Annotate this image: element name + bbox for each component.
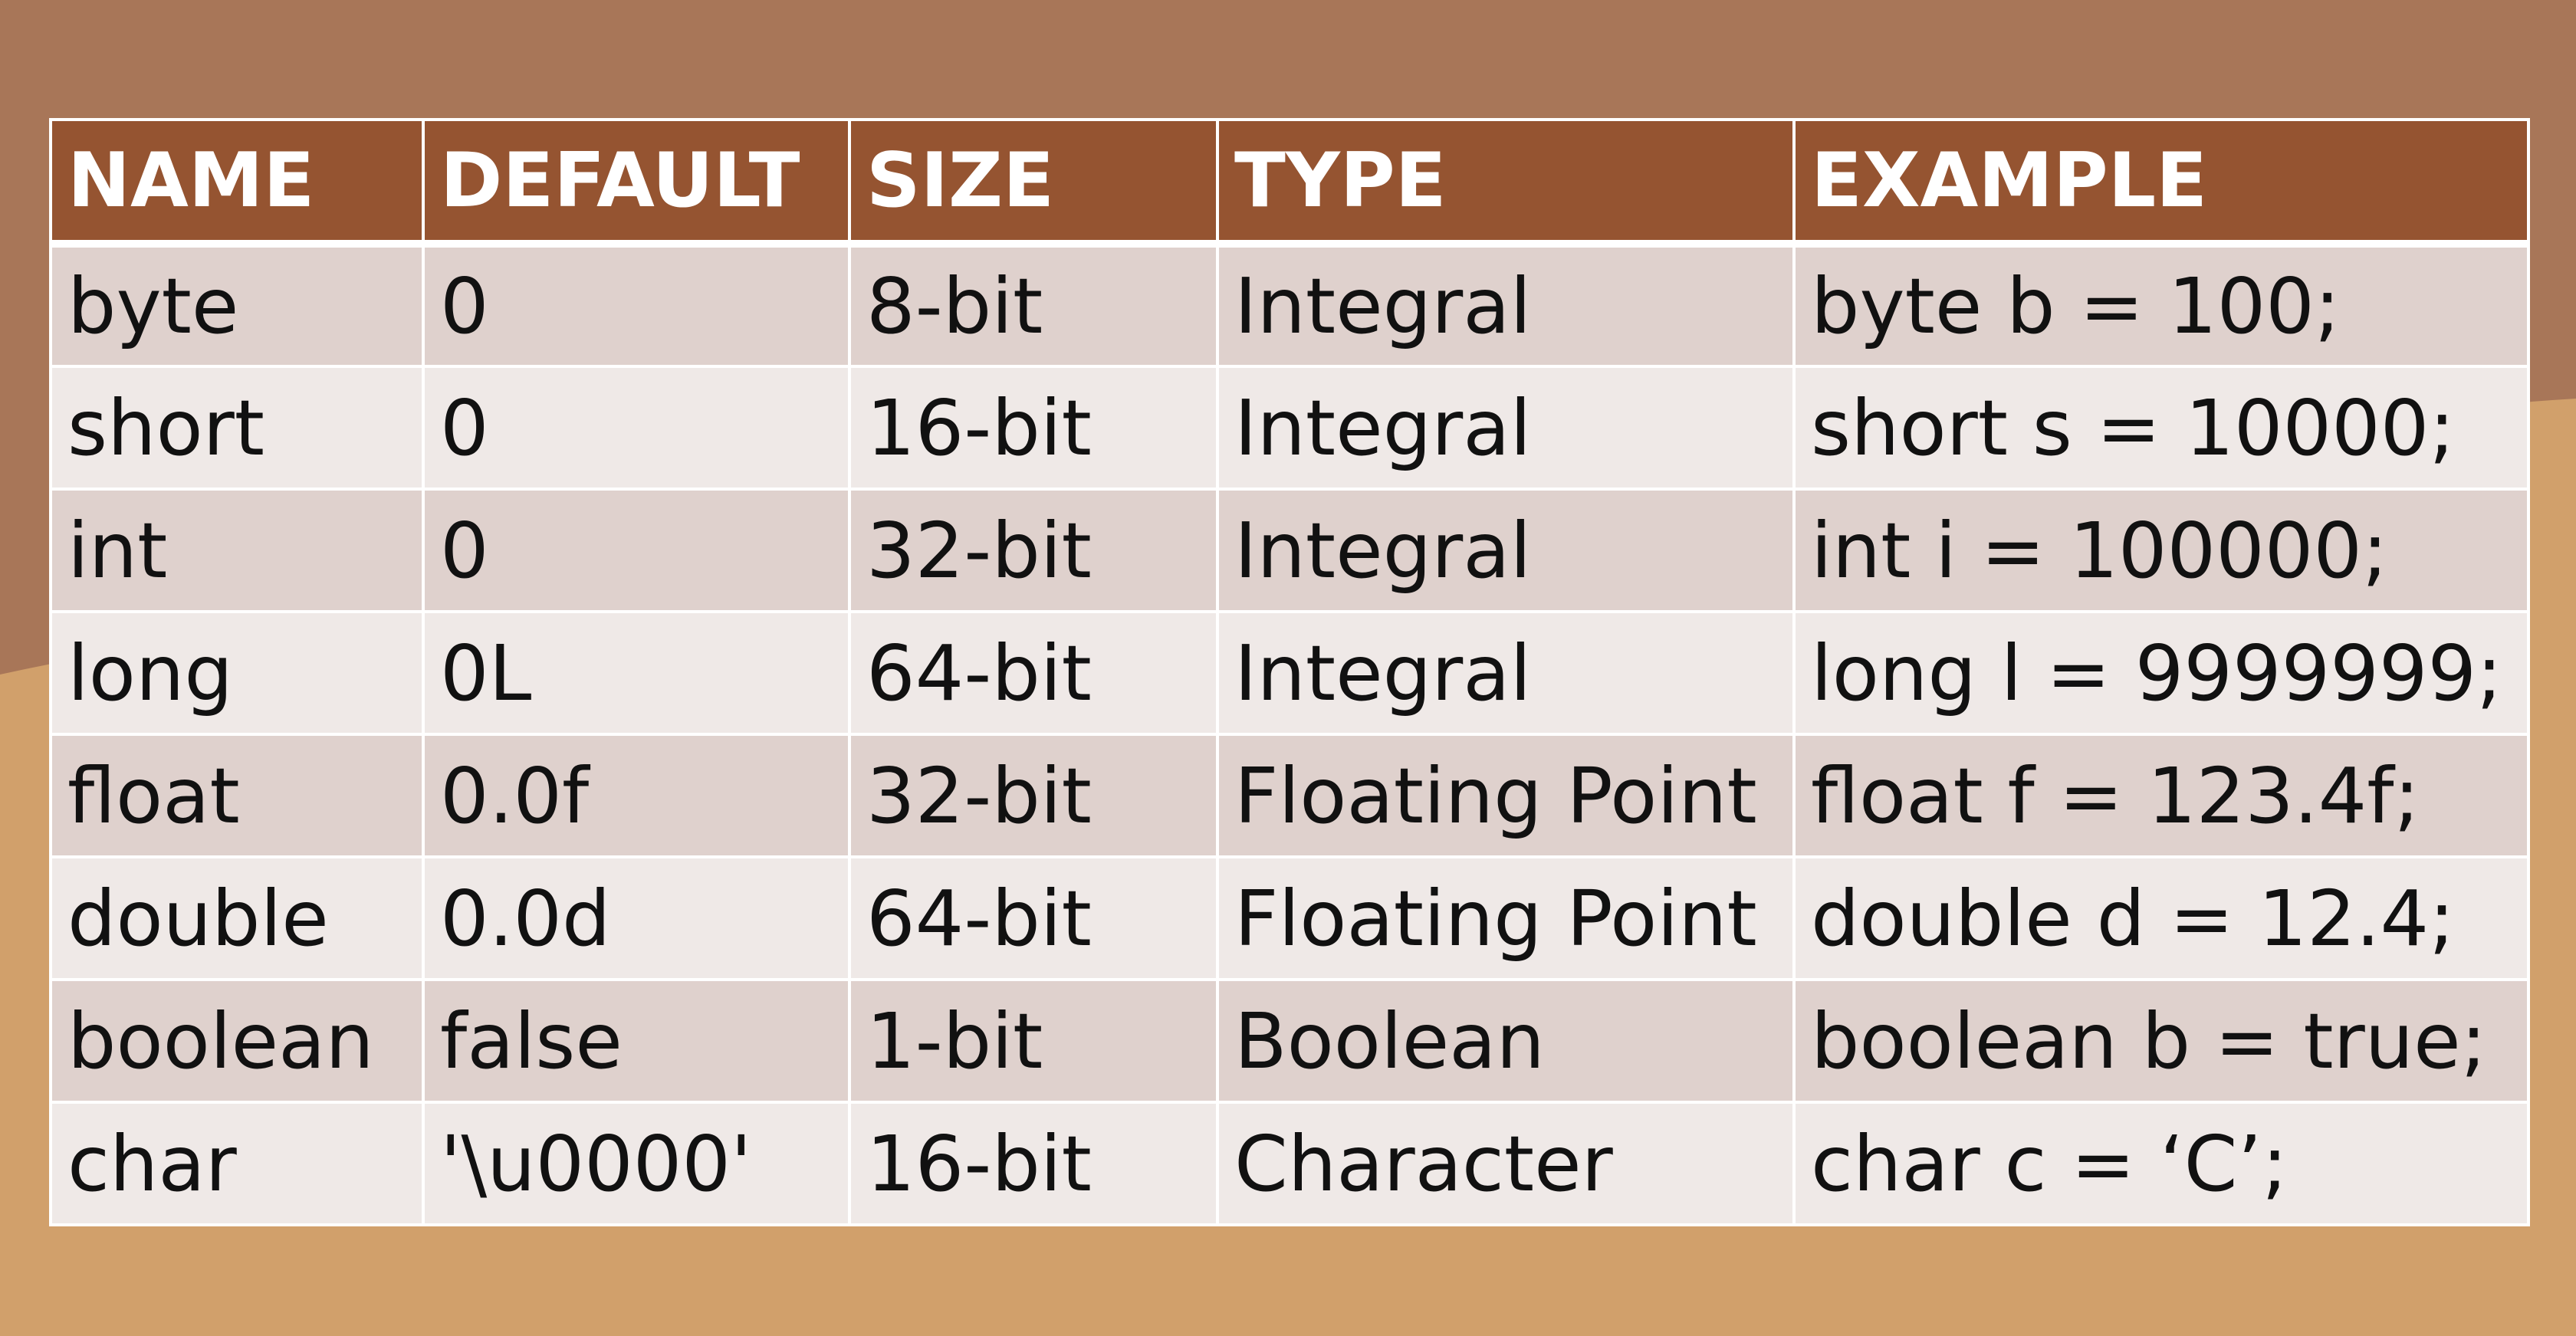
- cell-example: int i = 100000;: [1792, 487, 2530, 613]
- cell-name: byte: [49, 242, 425, 368]
- cell-default: 0.0d: [422, 855, 851, 981]
- cell-type: Floating Point: [1216, 733, 1796, 858]
- cell-default: 0: [422, 242, 851, 368]
- cell-size: 32-bit: [848, 487, 1219, 613]
- cell-size: 16-bit: [848, 1101, 1219, 1226]
- cell-example: char c = ‘C’;: [1792, 1101, 2530, 1226]
- cell-example: long l = 9999999;: [1792, 610, 2530, 736]
- cell-example: byte b = 100;: [1792, 242, 2530, 368]
- table-row: byte 0 8-bit Integral byte b = 100;: [49, 242, 2530, 368]
- table-body: byte 0 8-bit Integral byte b = 100; shor…: [49, 242, 2530, 1226]
- cell-default: 0.0f: [422, 733, 851, 858]
- cell-size: 8-bit: [848, 242, 1219, 368]
- cell-example: float f = 123.4f;: [1792, 733, 2530, 858]
- cell-name: short: [49, 365, 425, 491]
- cell-size: 1-bit: [848, 978, 1219, 1104]
- cell-name: long: [49, 610, 425, 736]
- header-name: NAME: [49, 118, 425, 248]
- cell-size: 64-bit: [848, 610, 1219, 736]
- primitive-types-table: NAME DEFAULT SIZE TYPE EXAMPLE byte 0 8-…: [49, 118, 2530, 1226]
- cell-type: Integral: [1216, 487, 1796, 613]
- cell-example: double d = 12.4;: [1792, 855, 2530, 981]
- cell-name: boolean: [49, 978, 425, 1104]
- cell-size: 32-bit: [848, 733, 1219, 858]
- table-row: double 0.0d 64-bit Floating Point double…: [49, 855, 2530, 981]
- cell-name: char: [49, 1101, 425, 1226]
- cell-name: int: [49, 487, 425, 613]
- table-row: int 0 32-bit Integral int i = 100000;: [49, 487, 2530, 613]
- table-row: short 0 16-bit Integral short s = 10000;: [49, 365, 2530, 491]
- cell-example: short s = 10000;: [1792, 365, 2530, 491]
- header-default: DEFAULT: [422, 118, 851, 248]
- cell-type: Integral: [1216, 365, 1796, 491]
- cell-default: 0L: [422, 610, 851, 736]
- table-row: boolean false 1-bit Boolean boolean b = …: [49, 978, 2530, 1104]
- cell-type: Floating Point: [1216, 855, 1796, 981]
- cell-size: 64-bit: [848, 855, 1219, 981]
- cell-name: float: [49, 733, 425, 858]
- cell-size: 16-bit: [848, 365, 1219, 491]
- table-row: float 0.0f 32-bit Floating Point float f…: [49, 733, 2530, 858]
- cell-type: Integral: [1216, 610, 1796, 736]
- table-header: NAME DEFAULT SIZE TYPE EXAMPLE: [49, 118, 2530, 248]
- header-example: EXAMPLE: [1792, 118, 2530, 248]
- cell-default: false: [422, 978, 851, 1104]
- cell-example: boolean b = true;: [1792, 978, 2530, 1104]
- header-size: SIZE: [848, 118, 1219, 248]
- cell-type: Character: [1216, 1101, 1796, 1226]
- cell-default: 0: [422, 487, 851, 613]
- header-row: NAME DEFAULT SIZE TYPE EXAMPLE: [49, 118, 2530, 248]
- cell-default: '\u0000': [422, 1101, 851, 1226]
- header-type: TYPE: [1216, 118, 1796, 248]
- cell-default: 0: [422, 365, 851, 491]
- cell-type: Integral: [1216, 242, 1796, 368]
- cell-type: Boolean: [1216, 978, 1796, 1104]
- table-row: long 0L 64-bit Integral long l = 9999999…: [49, 610, 2530, 736]
- cell-name: double: [49, 855, 425, 981]
- table-row: char '\u0000' 16-bit Character char c = …: [49, 1101, 2530, 1226]
